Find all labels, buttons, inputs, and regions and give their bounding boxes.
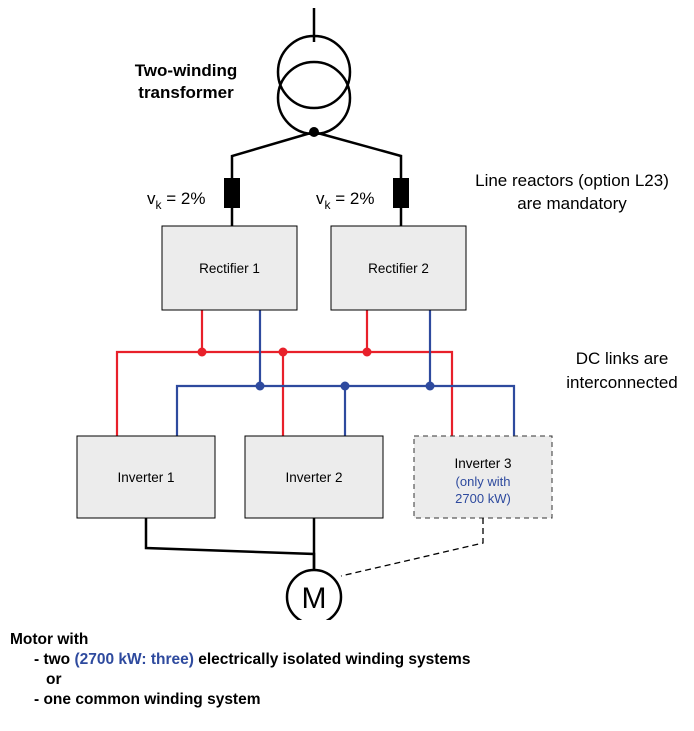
dc-positive-bus [115, 350, 454, 436]
inverter-1-box [76, 435, 216, 519]
motor-symbol [285, 568, 343, 620]
reactor-note-line2: are mandatory [517, 194, 627, 213]
transformer-label-line1: Two-winding [135, 61, 238, 80]
reactor-note-line1: Line reactors (option L23) [475, 171, 669, 190]
dc-negative-junction [425, 381, 435, 391]
dc-negative-junction [340, 381, 350, 391]
motor-notes-heading: Motor with [10, 631, 89, 648]
item-1-highlight: (2700 kW: three) [74, 651, 194, 668]
reactor-left-label: vk = 2% [147, 189, 205, 212]
reactor-right-label: vk = 2% [316, 189, 374, 212]
motor-notes-or: or [46, 671, 62, 688]
dc-negative-junction [255, 381, 265, 391]
transformer-label-line2: transformer [138, 83, 234, 102]
item-1-prefix: - two [34, 651, 75, 668]
motor-wire-inverter-1 [144, 518, 316, 570]
motor-notes-item-2: - one common winding system [34, 691, 261, 708]
rectifier-2-label: Rectifier 2 [368, 261, 429, 276]
dc-note-line1: DC links are [576, 349, 669, 368]
motor-wire-inverter-3-optional [340, 518, 484, 577]
motor-label: M [302, 582, 327, 615]
rectifier-1-label: Rectifier 1 [199, 261, 260, 276]
inverter-3-note-line2: 2700 kW) [455, 491, 511, 506]
dc-positive-junction [278, 347, 288, 357]
rectifier-1-box [161, 225, 298, 311]
inverter-1-label: Inverter 1 [117, 470, 174, 485]
inverter-2-box [244, 435, 384, 519]
item-1-suffix: electrically isolated winding systems [193, 651, 471, 668]
feed-wire-left [230, 130, 315, 178]
line-reactor-left [224, 178, 240, 208]
motor-notes-item-1: - two (2700 kW: three) electrically isol… [10, 650, 470, 670]
motor-notes: Motor with - two (2700 kW: three) electr… [10, 630, 470, 710]
power-topology-diagram: Two-winding transformer vk = 2% vk = 2% … [76, 8, 678, 620]
inverter-3-label: Inverter 3 [454, 456, 511, 471]
dc-positive-junction [197, 347, 207, 357]
line-reactor-right [393, 178, 409, 208]
transformer-primary-winding [276, 34, 352, 110]
dc-note-line2: interconnected [566, 373, 678, 392]
feed-wire-right [313, 130, 403, 178]
dc-positive-junction [362, 347, 372, 357]
inverter-3-box-optional [413, 435, 553, 519]
inverter-2-label: Inverter 2 [285, 470, 342, 485]
inverter-3-note-line1: (only with [456, 474, 511, 489]
rectifier-2-box [330, 225, 467, 311]
